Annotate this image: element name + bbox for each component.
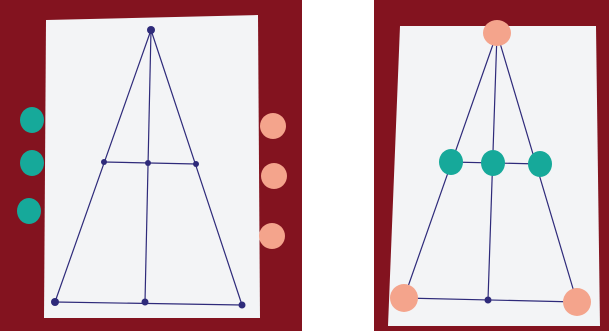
- photo-left: [0, 0, 302, 331]
- photo-left-svg: [0, 0, 302, 331]
- teal-counter[interactable]: [528, 151, 552, 177]
- pink-counter[interactable]: [260, 113, 286, 139]
- pink-counter[interactable]: [563, 288, 591, 316]
- photo-right-svg: [374, 0, 609, 331]
- node-bottom-left: [51, 298, 59, 306]
- node-bottom-center: [485, 297, 492, 304]
- teal-counter[interactable]: [20, 150, 44, 176]
- photo-right: [374, 0, 609, 331]
- pink-counter[interactable]: [261, 163, 287, 189]
- teal-counter[interactable]: [17, 198, 41, 224]
- paper-sheet: [44, 15, 260, 318]
- teal-counter[interactable]: [481, 150, 505, 176]
- teal-counter[interactable]: [20, 107, 44, 133]
- node-mid-right: [193, 161, 199, 167]
- teal-counters: [17, 107, 44, 224]
- paper-sheet: [388, 26, 600, 326]
- pink-counter[interactable]: [390, 284, 418, 312]
- teal-counters: [439, 149, 552, 177]
- node-bottom-center: [142, 299, 149, 306]
- pink-counter[interactable]: [259, 223, 285, 249]
- node-apex: [147, 26, 155, 34]
- node-mid-center: [145, 160, 151, 166]
- node-bottom-right: [239, 302, 246, 309]
- pink-counter[interactable]: [483, 20, 511, 46]
- node-mid-left: [101, 159, 107, 165]
- teal-counter[interactable]: [439, 149, 463, 175]
